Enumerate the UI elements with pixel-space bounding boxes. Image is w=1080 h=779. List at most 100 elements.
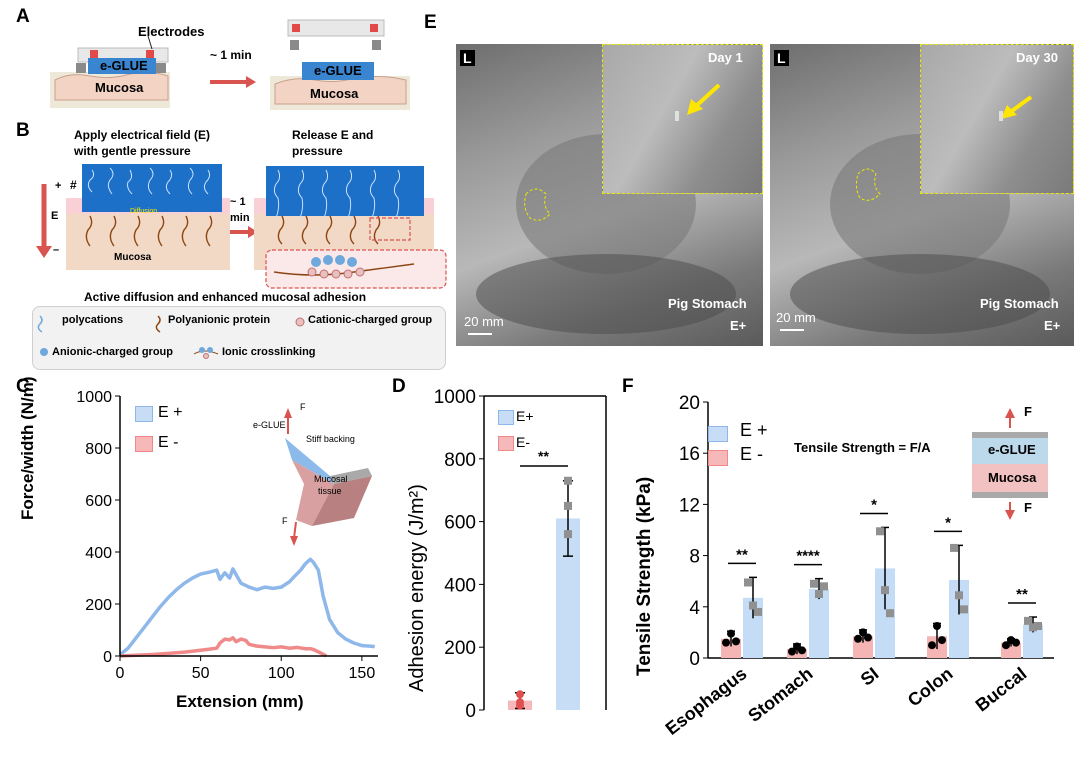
f-data-point — [754, 607, 762, 616]
hash-mark: # — [70, 178, 77, 192]
panel-b-schematic — [36, 164, 447, 289]
f-significance-label: ** — [1016, 586, 1028, 603]
field-e-label: E — [51, 210, 59, 222]
d-data-point — [564, 476, 572, 485]
f-data-point — [810, 579, 818, 588]
f-x-tick-label: SI — [857, 663, 883, 689]
inset-glue-label: e-GLUE — [988, 442, 1036, 457]
zoom-inset — [265, 249, 447, 289]
series-e-plus-line — [118, 557, 375, 657]
b-legend — [32, 306, 446, 370]
f-data-point — [933, 622, 941, 630]
electrode-neg — [372, 40, 381, 50]
polycation-strands — [273, 169, 401, 219]
release-arrowhead — [248, 226, 258, 238]
d-y-tick-label: 1000 — [434, 387, 476, 408]
protein-icon — [155, 315, 161, 333]
f-data-point — [955, 591, 963, 600]
xray-day1 — [456, 44, 763, 346]
inset-mucosa-label: Mucosa — [988, 470, 1037, 485]
legend-e-plus: E+ — [516, 408, 534, 424]
b-right-title-1: Release E and — [292, 128, 374, 142]
legend-swatch-e-minus — [135, 436, 153, 452]
mucosa-label: Mucosa — [310, 86, 359, 101]
c-x-tick-label: 0 — [116, 665, 125, 682]
electrode-neg — [76, 63, 86, 73]
inset-f-top: F — [1024, 404, 1032, 419]
f-y-tick-label: 20 — [679, 393, 700, 414]
legend-e-minus: E - — [740, 444, 764, 464]
inset-backing-label: Stiff backing — [306, 434, 355, 444]
f-data-point — [732, 637, 740, 646]
f-y-tick-label: 16 — [679, 444, 700, 465]
panel-label-e: E — [424, 12, 437, 33]
f-significance-label: **** — [796, 548, 820, 565]
f-inset — [972, 408, 1048, 520]
e-glue-block — [302, 62, 374, 80]
f-data-point — [854, 634, 862, 643]
formula-label: Tensile Strength = F/A — [794, 440, 931, 455]
inset-charged-groups — [307, 255, 365, 279]
legend-swatch-e-plus — [135, 406, 153, 422]
e-glue-block — [88, 58, 156, 74]
c-x-tick-label: 150 — [349, 665, 376, 682]
polycation-icon — [37, 315, 43, 333]
mucosa-label: Mucosa — [114, 252, 152, 263]
corner-label: L — [774, 50, 789, 66]
time-label-1: ~ 1 — [230, 196, 246, 208]
legend-polycations: polycations — [62, 314, 124, 326]
electrodes-label: Electrodes — [138, 24, 205, 39]
legend-swatch-e-plus — [498, 410, 514, 425]
mucosa-label: Mucosa — [95, 80, 144, 95]
e-glue-label: e-GLUE — [100, 58, 148, 73]
time-arrowhead — [246, 76, 256, 88]
field-arrowhead — [36, 246, 52, 258]
legend-cationic: Cationic-charged group — [308, 314, 433, 326]
backing — [287, 19, 385, 37]
c-y-tick-label: 800 — [85, 441, 112, 458]
time-label-2: min — [230, 212, 250, 224]
c-xlabel: Extension (mm) — [176, 692, 304, 711]
b-left-title-2: with gentle pressure — [74, 144, 191, 158]
f-significance-label: ** — [736, 546, 748, 563]
d-data-point — [564, 501, 572, 510]
f-y-tick-label: 4 — [689, 598, 700, 619]
d-data-point — [564, 530, 572, 539]
scale-bar-label: 20 mm — [464, 314, 504, 329]
crosslink-icon — [193, 347, 219, 359]
day-label: Day 1 — [708, 50, 743, 65]
f-significance-label: * — [945, 514, 951, 531]
f-x-tick-label: Esophagus — [662, 663, 751, 738]
inset-arrow — [999, 95, 1033, 121]
time-label: ~ 1 min — [210, 48, 252, 62]
f-y-tick-label: 0 — [689, 649, 700, 670]
series-e-minus-line — [119, 636, 328, 658]
electrode-pos — [146, 50, 154, 58]
c-y-tick-label: 600 — [85, 493, 112, 510]
c-ylabel: Force/width (N/m) — [18, 376, 37, 520]
d-data-point — [516, 690, 524, 699]
f-data-point — [881, 586, 889, 595]
legend-e-minus: E - — [158, 434, 179, 451]
protein-strands — [85, 215, 213, 247]
scale-bar — [780, 329, 804, 331]
d-data-point — [516, 698, 524, 707]
d-y-tick-label: 800 — [444, 450, 476, 471]
minus-sign: – — [53, 244, 60, 256]
electrode-neg — [156, 63, 166, 73]
f-x-tick-label: Stomach — [744, 663, 816, 726]
f-data-point — [1034, 622, 1042, 630]
legend-swatch-e-plus — [708, 426, 728, 442]
inset-day30 — [920, 44, 1074, 194]
f-x-tick-label: Buccal — [972, 663, 1031, 715]
c-x-tick-label: 50 — [192, 665, 210, 682]
f-data-point — [1002, 641, 1010, 650]
f-data-point — [864, 633, 872, 642]
organ-label: Pig Stomach — [668, 296, 747, 311]
electrode-pos — [90, 50, 98, 58]
legend-crosslinking: Ionic crosslinking — [222, 346, 316, 358]
plus-sign: + — [55, 180, 62, 192]
f-data-point — [950, 543, 958, 552]
inset-tissue-label-2: tissue — [318, 486, 342, 496]
